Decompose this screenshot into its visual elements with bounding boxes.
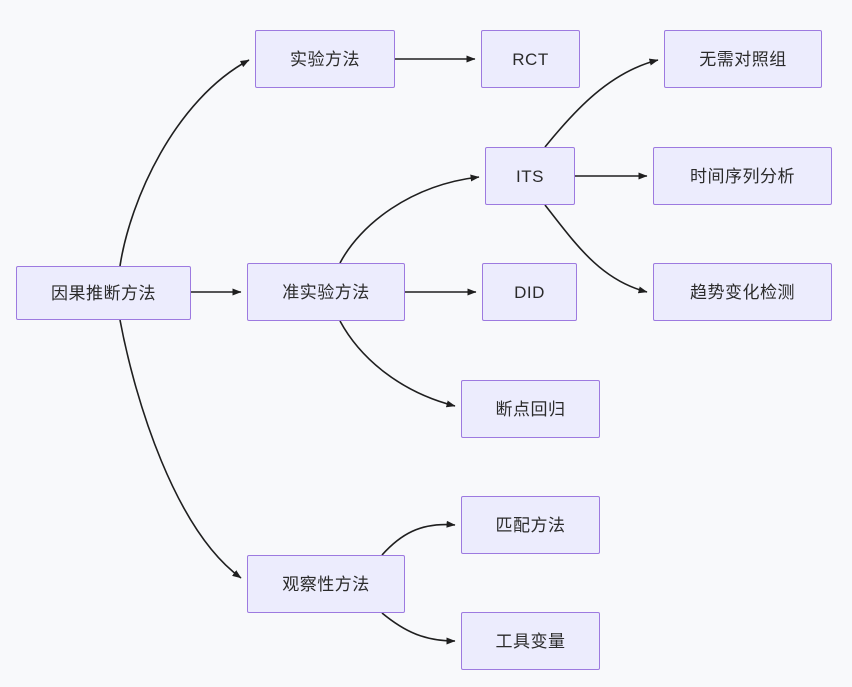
node-label-experiment: 实验方法 <box>290 49 360 69</box>
node-label-observation: 观察性方法 <box>282 574 370 594</box>
node-label-nocontrol: 无需对照组 <box>699 49 787 69</box>
node-label-timeseries: 时间序列分析 <box>690 166 795 186</box>
node-label-rdd: 断点回归 <box>495 399 566 419</box>
node-matching[interactable]: 匹配方法 <box>461 496 600 554</box>
node-experiment[interactable]: 实验方法 <box>255 30 395 88</box>
node-its[interactable]: ITS <box>485 147 575 205</box>
node-rct[interactable]: RCT <box>481 30 580 88</box>
node-rdd[interactable]: 断点回归 <box>461 380 600 438</box>
node-nocontrol[interactable]: 无需对照组 <box>664 30 822 88</box>
e-root-experiment <box>119 59 250 267</box>
node-label-did: DID <box>514 282 545 302</box>
e-quasi-rdd <box>339 320 456 408</box>
node-label-trend: 趋势变化检测 <box>690 282 795 302</box>
node-root[interactable]: 因果推断方法 <box>16 266 191 320</box>
node-label-iv: 工具变量 <box>495 631 566 651</box>
node-quasi[interactable]: 准实验方法 <box>247 263 405 321</box>
node-label-matching: 匹配方法 <box>495 515 566 535</box>
node-label-its: ITS <box>516 166 544 186</box>
node-label-quasi: 准实验方法 <box>282 282 370 302</box>
node-iv[interactable]: 工具变量 <box>461 612 600 670</box>
node-label-rct: RCT <box>512 49 549 69</box>
node-timeseries[interactable]: 时间序列分析 <box>653 147 832 205</box>
e-quasi-its <box>339 174 480 264</box>
e-obs-matching <box>381 520 456 556</box>
node-did[interactable]: DID <box>482 263 577 321</box>
e-root-observation <box>119 319 242 579</box>
node-observation[interactable]: 观察性方法 <box>247 555 405 613</box>
e-obs-iv <box>381 612 456 645</box>
node-trend[interactable]: 趋势变化检测 <box>653 263 832 321</box>
node-label-root: 因果推断方法 <box>51 283 156 303</box>
